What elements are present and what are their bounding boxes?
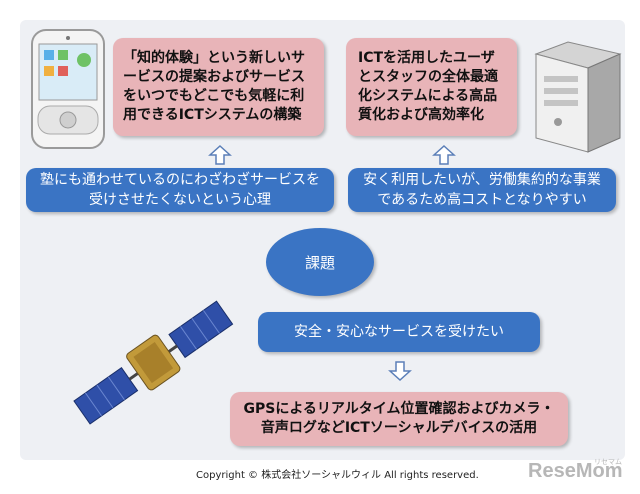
resemom-logo-sub: リセマム (594, 458, 622, 466)
goal-text-right: ICTを活用したユーザとスタッフの全体最適化システムによる高品質化および高効率化 (358, 50, 498, 123)
solution-box: GPSによるリアルタイム位置確認およびカメラ・音声ログなどICTソーシャルデバイ… (230, 392, 568, 446)
concern-text-right: 安く利用したいが、労働集約的な事業であるため高コストとなりやすい (363, 172, 601, 208)
arrow-up-icon (208, 144, 232, 165)
need-text: 安全・安心なサービスを受けたい (294, 324, 504, 340)
issue-label: 課題 (304, 253, 335, 272)
issue-ellipse: 課題 (266, 228, 374, 296)
arrow-up-icon (432, 144, 456, 165)
concern-box-left: 塾にも通わせているのにわざわざサービスを受けさせたくないという心理 (26, 168, 334, 212)
goal-box-right: ICTを活用したユーザとスタッフの全体最適化システムによる高品質化および高効率化 (346, 38, 517, 136)
satellite-icon (73, 300, 234, 425)
concern-box-right: 安く利用したいが、労働集約的な事業であるため高コストとなりやすい (348, 168, 616, 212)
arrow-down-icon (388, 361, 412, 382)
resemom-logo: ReseMom (528, 460, 623, 482)
solution-text: GPSによるリアルタイム位置確認およびカメラ・音声ログなどICTソーシャルデバイ… (243, 401, 555, 436)
goal-text-left: 「知的体験」という新しいサービスの提案およびサービスをいつでもどこでも気軽に利用… (123, 50, 305, 123)
goal-box-left: 「知的体験」という新しいサービスの提案およびサービスをいつでもどこでも気軽に利用… (113, 38, 324, 136)
mobile-phone-icon (31, 29, 105, 149)
concern-text-left: 塾にも通わせているのにわざわざサービスを受けさせたくないという心理 (40, 172, 320, 208)
need-box: 安全・安心なサービスを受けたい (258, 312, 540, 352)
server-icon (534, 41, 622, 153)
copyright-note: Copyright © 株式会社ソーシャルウィル All rights rese… (196, 470, 479, 481)
